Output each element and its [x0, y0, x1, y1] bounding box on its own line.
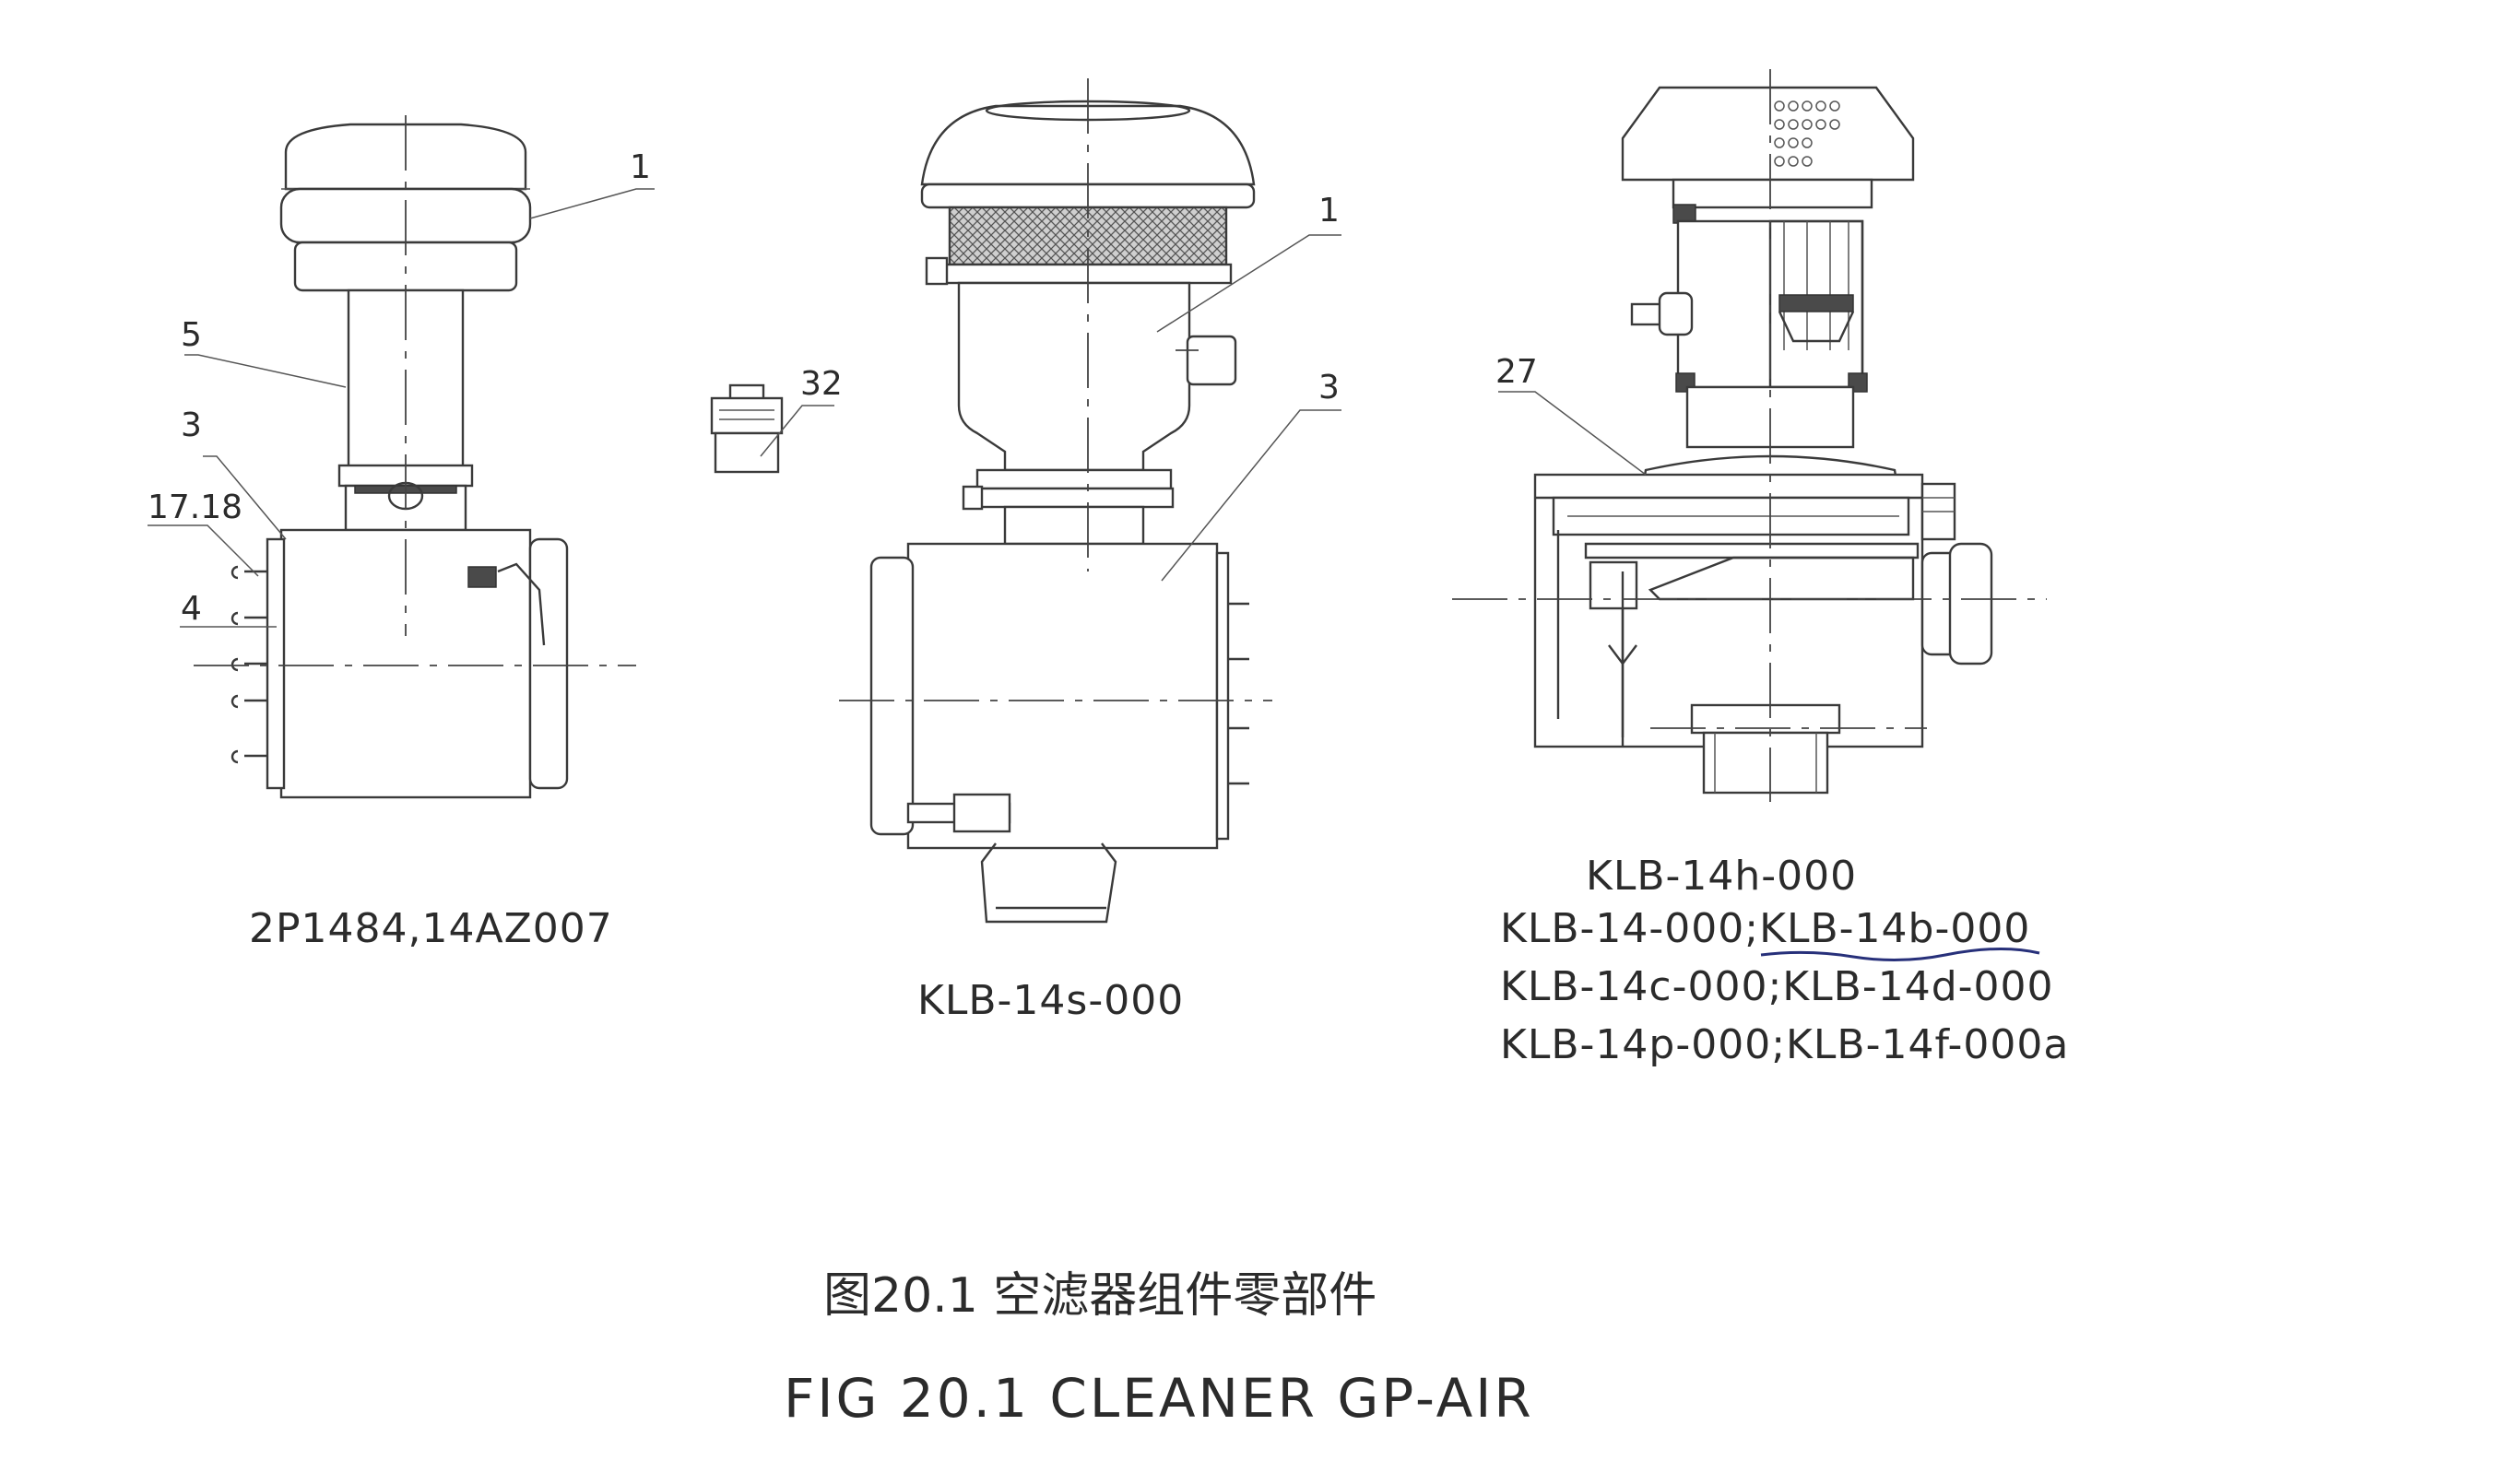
model-list-right: KLB-14h-000 KLB-14-000;KLB-14b-000 KLB-1… — [1500, 853, 2069, 1068]
model-line-1: KLB-14h-000 — [1586, 853, 1857, 900]
model-label-middle: KLB-14s-000 — [917, 977, 1184, 1024]
small-part-drawing — [710, 383, 834, 474]
assembly-middle-drawing — [839, 78, 1341, 924]
callout-small-32: 32 — [800, 365, 843, 403]
model-line-2: KLB-14-000;KLB-14b-000 — [1500, 905, 2030, 952]
model-line-3: KLB-14c-000;KLB-14d-000 — [1500, 963, 2054, 1010]
assembly-left-callouts: 1 5 3 17.18 4 — [148, 148, 651, 628]
handwritten-underline — [1760, 947, 2040, 962]
callout-left-3: 3 — [181, 406, 202, 444]
model-line-4: KLB-14p-000;KLB-14f-000a — [1500, 1021, 2069, 1068]
assembly-left-drawing — [148, 115, 655, 799]
callout-middle-3: 3 — [1318, 369, 1340, 406]
caption-chinese: 图20.1 空滤器组件零部件 — [823, 1268, 1377, 1324]
caption-english: FIG 20.1 CLEANER GP-AIR — [784, 1367, 1534, 1430]
assembly-middle-callouts: 1 3 — [1318, 192, 1340, 406]
callout-middle-1: 1 — [1318, 192, 1340, 230]
callout-left-4: 4 — [181, 590, 202, 628]
callout-left-5: 5 — [181, 316, 202, 354]
model-label-left: 2P1484,14AZ007 — [249, 905, 613, 952]
assembly-right-drawing — [1452, 69, 2047, 802]
callout-left-17-18: 17.18 — [148, 489, 242, 526]
callout-right-27: 27 — [1495, 353, 1538, 391]
callout-left-1: 1 — [630, 148, 651, 186]
